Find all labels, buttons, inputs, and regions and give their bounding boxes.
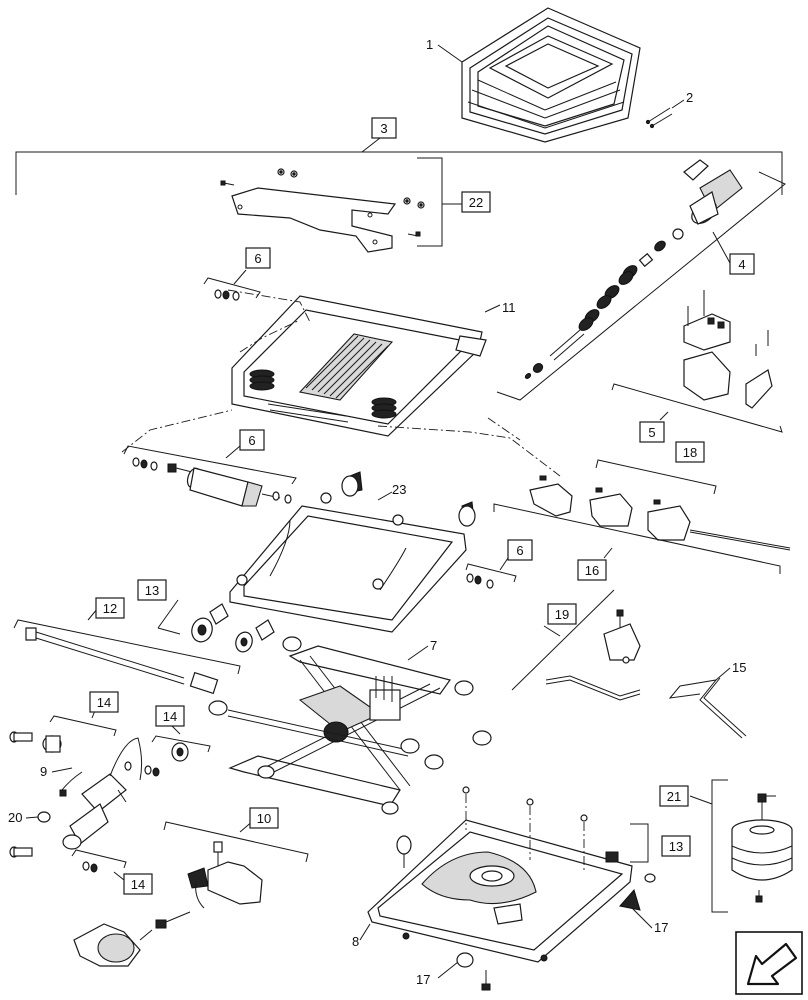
- callout-16: 16: [577, 559, 607, 581]
- callout-18: 18: [675, 441, 705, 463]
- svg-text:6: 6: [248, 433, 255, 448]
- callout-9: 9: [40, 764, 47, 779]
- handle-set: [529, 475, 791, 551]
- svg-text:21: 21: [667, 789, 681, 804]
- upper-bracket-plate: [220, 168, 425, 253]
- callout-13-right: 13: [661, 835, 691, 857]
- callout-21: 21: [659, 785, 689, 807]
- hardware-set-upper: [214, 289, 240, 301]
- svg-text:18: 18: [683, 445, 697, 460]
- callout-14-upper: 14: [89, 691, 119, 713]
- callout-14-lower: 14: [123, 873, 153, 895]
- rod: [25, 627, 219, 695]
- switch-assembly: [73, 841, 263, 967]
- callout-5: 5: [639, 421, 665, 443]
- pins: [645, 107, 673, 129]
- svg-text:12: 12: [103, 601, 117, 616]
- arrow-icon[interactable]: [735, 931, 803, 995]
- svg-text:6: 6: [516, 543, 523, 558]
- bolt-bushing-upper: [9, 731, 62, 753]
- hardware-set-right: [466, 573, 494, 589]
- callout-10: 10: [249, 807, 279, 829]
- bellows-boot: [461, 7, 641, 143]
- svg-text:14: 14: [131, 877, 145, 892]
- svg-text:13: 13: [669, 839, 683, 854]
- callout-20: 20: [8, 810, 22, 825]
- actuator-motor: [9, 737, 160, 858]
- callout-14-middle: 14: [155, 705, 185, 727]
- svg-text:5: 5: [648, 425, 655, 440]
- callout-2: 2: [686, 90, 693, 105]
- lever-assembly: [545, 609, 641, 701]
- callout-11: 11: [502, 300, 516, 315]
- callout-15: 15: [732, 660, 746, 675]
- lower-damper: [132, 457, 292, 507]
- callout-19: 19: [547, 603, 577, 625]
- hinge-brackets: [683, 290, 773, 409]
- callout-6-right: 6: [507, 539, 533, 561]
- air-spring: [731, 793, 793, 903]
- callout-8: 8: [352, 934, 359, 949]
- base-plate: [367, 786, 656, 991]
- bushing-middle: [171, 742, 189, 762]
- svg-text:3: 3: [380, 121, 387, 136]
- svg-text:16: 16: [585, 563, 599, 578]
- svg-text:14: 14: [97, 695, 111, 710]
- callout-6-middle: 6: [239, 429, 265, 451]
- svg-text:14: 14: [163, 709, 177, 724]
- callout-23: 23: [392, 482, 406, 497]
- callout-17-right: 17: [654, 920, 668, 935]
- svg-text:10: 10: [257, 811, 271, 826]
- svg-text:13: 13: [145, 583, 159, 598]
- washers-lower: [82, 861, 98, 873]
- svg-text:19: 19: [555, 607, 569, 622]
- callout-7: 7: [430, 638, 437, 653]
- callout-4: 4: [729, 253, 755, 275]
- callout-1: 1: [426, 37, 433, 52]
- upper-frame: [231, 295, 487, 437]
- shock-absorber-assembly: [524, 159, 743, 379]
- callout-3: 3: [371, 117, 397, 139]
- callout-12: 12: [95, 597, 125, 619]
- callout-13-left: 13: [137, 579, 167, 601]
- callout-17-left: 17: [416, 972, 430, 987]
- lower-frame: [229, 471, 476, 633]
- scissor-mechanism: [208, 636, 492, 815]
- wire-spring: [668, 677, 747, 739]
- callout-6-top: 6: [245, 247, 271, 269]
- bushings-left: [191, 603, 275, 653]
- svg-text:6: 6: [254, 251, 261, 266]
- svg-text:4: 4: [738, 257, 745, 272]
- callout-22: 22: [461, 191, 491, 213]
- svg-text:22: 22: [469, 195, 483, 210]
